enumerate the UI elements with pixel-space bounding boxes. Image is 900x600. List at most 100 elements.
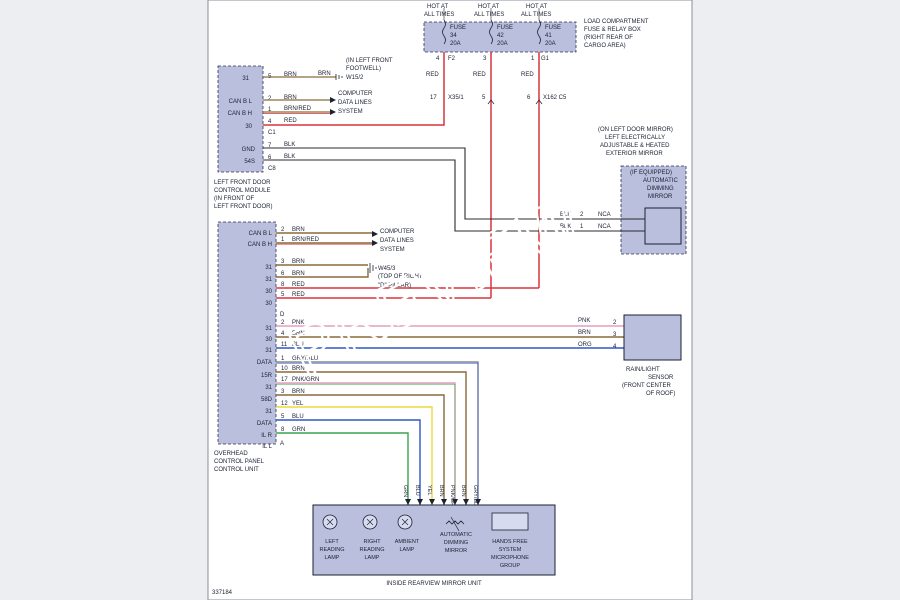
door-wire-color-3: BRN/RED (284, 106, 312, 112)
door-canh-arrow-icon (330, 109, 336, 115)
fuse-41-name-1: FUSE (545, 25, 561, 31)
fuse-42-name-1: FUSE (497, 25, 513, 31)
oh-term-12: 31 (265, 385, 272, 391)
inside-mirror-unit: INSIDE REARVIEW MIRROR UNIT LEFT READING… (312, 504, 556, 587)
rain-sensor-body (623, 314, 682, 361)
mirror-wire-label-5: PNK/GRN (449, 485, 455, 510)
oh-term-17: IL L (262, 444, 272, 450)
fuse-box-label-1: LOAD COMPARTMENT (584, 19, 649, 25)
oh-term-11: 15R (261, 373, 273, 379)
fuse-42-hot-1: HOT AT (478, 4, 499, 10)
fuse-34-symbol (442, 19, 446, 45)
rain-label-3: (FRONT CENTER (622, 383, 672, 389)
ground-w45-label-2: "D" PILLAR) (378, 283, 411, 289)
mic-label-4: GROUP (500, 563, 521, 569)
left-reading-lamp: LEFT READING LAMP (319, 514, 345, 561)
fuse-41-name-3: 20A (545, 41, 556, 47)
mirror-wire-label-3: YEL (426, 485, 432, 495)
door-wire-color-2: BRN (284, 95, 297, 101)
fuse-41: HOT AT ALL TIMES FUSE 41 20A 1 G1 (521, 4, 561, 62)
door-pin-6: 6 (268, 155, 272, 161)
ground-w15-icon (335, 74, 343, 80)
oh-wire-color-9: BLU (292, 342, 304, 348)
door-term-6: 54S (244, 159, 255, 165)
door-can-dest-3: SYSTEM (338, 109, 363, 115)
left-lamp-label-1: LEFT (325, 539, 339, 545)
overhead-label-2: CONTROL PANEL (214, 459, 265, 465)
splice-1-pin: 17 (430, 95, 437, 101)
oh-wire-color-15: BLU (292, 414, 304, 420)
door-wire-color-4: RED (284, 118, 297, 124)
overhead-label-3: CONTROL UNIT (214, 467, 259, 473)
oh-pin-3: 3 (281, 259, 285, 265)
mic-label-3: MICROPHONE (491, 555, 529, 561)
oh-pin-13: 3 (281, 389, 285, 395)
auto-dimming-mirror: AUTOMATIC DIMMING MIRROR (440, 516, 472, 554)
oh-pin-8: 4 (281, 331, 285, 337)
fuse-42: HOT AT ALL TIMES FUSE 42 20A 3 (474, 4, 513, 62)
mic-label-1: HANDS FREE (492, 539, 528, 545)
oh-wire-color-2: BRN/RED (292, 237, 320, 243)
door-wire-color-6: BLK (284, 154, 295, 160)
dimming-label-3: MIRROR (445, 548, 467, 554)
wire-fuse34-red (300, 52, 445, 126)
ground-w15-label-2: FOOTWELL) (346, 66, 381, 72)
right-lamp-label-3: LAMP (365, 555, 380, 561)
hands-free-microphone: HANDS FREE SYSTEM MICROPHONE GROUP (491, 512, 529, 569)
oh-term-8: 30 (265, 337, 272, 343)
dimming-label-2: DIMMING (444, 540, 468, 546)
rain-light-sensor: PNK BRN ORG 2 3 4 RAIN/LIGHT SENSOR (FRO… (578, 314, 682, 397)
oh-wire-16 (276, 432, 409, 505)
mirror-wire-label-6: BRN (460, 485, 466, 497)
dimming-resistor-icon (445, 520, 465, 525)
microphone-icon (491, 512, 529, 531)
oh-conn-a: A (280, 441, 284, 447)
oh-pin-9: 11 (281, 342, 288, 348)
mirror-wire-arrow-icon-6 (463, 499, 469, 505)
fuse-box-outline (423, 21, 577, 53)
door-pin-2: 2 (268, 96, 272, 102)
right-lamp-label-2: READING (359, 547, 384, 553)
door-term-2: CAN B L (229, 99, 253, 105)
oh-wire-11 (276, 371, 467, 505)
fuse-34-hot-2: ALL TIMES (424, 12, 454, 18)
oh-pin-10: 1 (281, 356, 285, 362)
ext-wire-color-1: BLK (560, 212, 571, 218)
ext-mirror-element (644, 207, 682, 245)
door-term-5: GND (242, 147, 256, 153)
door-can-dest-2: DATA LINES (338, 100, 372, 106)
fuse-41-symbol (537, 19, 541, 45)
mirror-wire-label-2: BLU (414, 485, 420, 496)
mirror-wire-label-7: GRY/BLU (472, 485, 478, 509)
splice-marker-1 (487, 99, 495, 105)
right-lamp-cross (366, 518, 374, 526)
oh-conn-d: D (280, 312, 285, 318)
door-pin-4: 4 (268, 119, 272, 125)
oh-term-3: 31 (265, 265, 272, 271)
door-module-label-3: (IN FRONT OF (214, 196, 255, 202)
fuse-42-name-2: 42 (497, 33, 504, 39)
fuse-34-name-3: 20A (450, 41, 461, 47)
ambient-lamp-cross (401, 518, 409, 526)
door-conn-c1: C1 (268, 130, 276, 136)
oh-wire-15 (276, 419, 421, 505)
rain-wire-pin-1: 2 (613, 320, 617, 326)
ext-mirror-inner-4: MIRROR (648, 194, 673, 200)
rain-label-4: OF ROOF) (646, 391, 675, 397)
oh-pin-5: 8 (281, 282, 285, 288)
door-wire-color-5: BLK (284, 142, 295, 148)
oh-can-dest-1: COMPUTER (380, 229, 415, 235)
oh-wire-color-8: BRN (292, 331, 305, 337)
oh-wire-color-13: BRN (292, 389, 305, 395)
fuse-42-hot-2: ALL TIMES (474, 12, 504, 18)
fuse-box-label-3: (RIGHT REAR OF (584, 35, 633, 41)
door-wire-gnd-blk (263, 147, 620, 220)
oh-wire-color-6: RED (292, 292, 305, 298)
ground-w15-wire-color: BRN (318, 71, 331, 77)
oh-pin-11: 10 (281, 366, 288, 372)
door-pin-5: 7 (268, 143, 272, 149)
ambient-lamp-label-1: AMBIENT (395, 539, 420, 545)
ext-wire-color-2: BLK (560, 224, 571, 230)
splice-marker-2 (535, 99, 543, 105)
right-reading-lamp: RIGHT READING LAMP (359, 514, 385, 561)
